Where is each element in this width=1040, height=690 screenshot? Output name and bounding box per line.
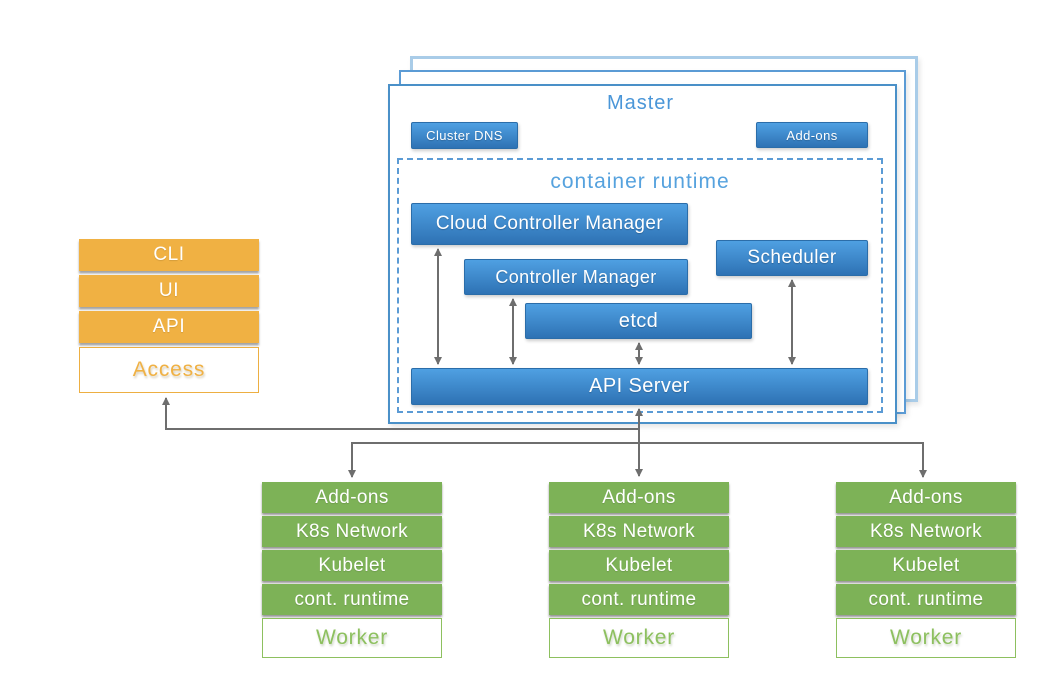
master-title: Master bbox=[606, 92, 675, 114]
worker2-label-box: Worker bbox=[549, 618, 729, 658]
worker2-cont-runtime-label: cont. runtime bbox=[581, 588, 697, 610]
worker1-cont-runtime-label: cont. runtime bbox=[294, 588, 410, 610]
access-label-box: Access bbox=[79, 347, 259, 393]
worker3-cont-runtime-row: cont. runtime bbox=[836, 584, 1016, 615]
worker2-addons-row: Add-ons bbox=[549, 482, 729, 513]
worker3-label: Worker bbox=[889, 626, 963, 649]
worker2-cont-runtime-row: cont. runtime bbox=[549, 584, 729, 615]
cloud-controller-manager-box: Cloud Controller Manager bbox=[411, 203, 688, 245]
container-runtime-label: container runtime bbox=[550, 170, 730, 193]
master-addons-label: Add-ons bbox=[786, 127, 838, 143]
worker2-addons-label: Add-ons bbox=[602, 486, 676, 508]
scheduler-label: Scheduler bbox=[747, 247, 837, 268]
worker1-label: Worker bbox=[315, 626, 389, 649]
arrow-apiserver-outer-workers bbox=[348, 442, 927, 478]
worker3-kubelet-row: Kubelet bbox=[836, 550, 1016, 581]
api-server-label: API Server bbox=[589, 375, 690, 397]
access-stack: CLI UI API Access bbox=[79, 239, 259, 393]
worker3-addons-row: Add-ons bbox=[836, 482, 1016, 513]
api-label: API bbox=[152, 316, 186, 337]
controller-manager-label: Controller Manager bbox=[495, 266, 657, 287]
worker3-cont-runtime-label: cont. runtime bbox=[868, 588, 984, 610]
cli-label: CLI bbox=[153, 244, 185, 265]
worker1-kubelet-label: Kubelet bbox=[318, 554, 386, 576]
worker1-k8s-network-row: K8s Network bbox=[262, 516, 442, 547]
worker-stack-3: Add-ons K8s Network Kubelet cont. runtim… bbox=[836, 482, 1016, 658]
worker3-addons-label: Add-ons bbox=[889, 486, 963, 508]
worker2-label: Worker bbox=[602, 626, 676, 649]
worker3-label-box: Worker bbox=[836, 618, 1016, 658]
cluster-dns-box: Cluster DNS bbox=[411, 122, 518, 149]
access-label: Access bbox=[132, 358, 206, 381]
worker3-kubelet-label: Kubelet bbox=[892, 554, 960, 576]
worker2-kubelet-label: Kubelet bbox=[605, 554, 673, 576]
etcd-box: etcd bbox=[525, 303, 752, 339]
worker1-addons-row: Add-ons bbox=[262, 482, 442, 513]
worker-stack-1: Add-ons K8s Network Kubelet cont. runtim… bbox=[262, 482, 442, 658]
worker2-k8s-network-label: K8s Network bbox=[582, 520, 696, 542]
worker2-kubelet-row: Kubelet bbox=[549, 550, 729, 581]
worker1-k8s-network-label: K8s Network bbox=[295, 520, 409, 542]
scheduler-box: Scheduler bbox=[716, 240, 868, 276]
worker1-addons-label: Add-ons bbox=[315, 486, 389, 508]
access-row-cli: CLI bbox=[79, 239, 259, 271]
ui-label: UI bbox=[158, 280, 180, 301]
worker3-k8s-network-label: K8s Network bbox=[869, 520, 983, 542]
api-server-box: API Server bbox=[411, 368, 868, 405]
etcd-label: etcd bbox=[618, 309, 659, 332]
worker1-kubelet-row: Kubelet bbox=[262, 550, 442, 581]
access-row-api: API bbox=[79, 311, 259, 343]
worker1-cont-runtime-row: cont. runtime bbox=[262, 584, 442, 615]
cloud-controller-manager-label: Cloud Controller Manager bbox=[435, 213, 664, 234]
worker3-k8s-network-row: K8s Network bbox=[836, 516, 1016, 547]
worker1-label-box: Worker bbox=[262, 618, 442, 658]
cluster-dns-label: Cluster DNS bbox=[426, 128, 503, 143]
worker-stack-2: Add-ons K8s Network Kubelet cont. runtim… bbox=[549, 482, 729, 658]
controller-manager-box: Controller Manager bbox=[464, 259, 688, 295]
worker2-k8s-network-row: K8s Network bbox=[549, 516, 729, 547]
access-row-ui: UI bbox=[79, 275, 259, 307]
master-addons-box: Add-ons bbox=[756, 122, 868, 148]
